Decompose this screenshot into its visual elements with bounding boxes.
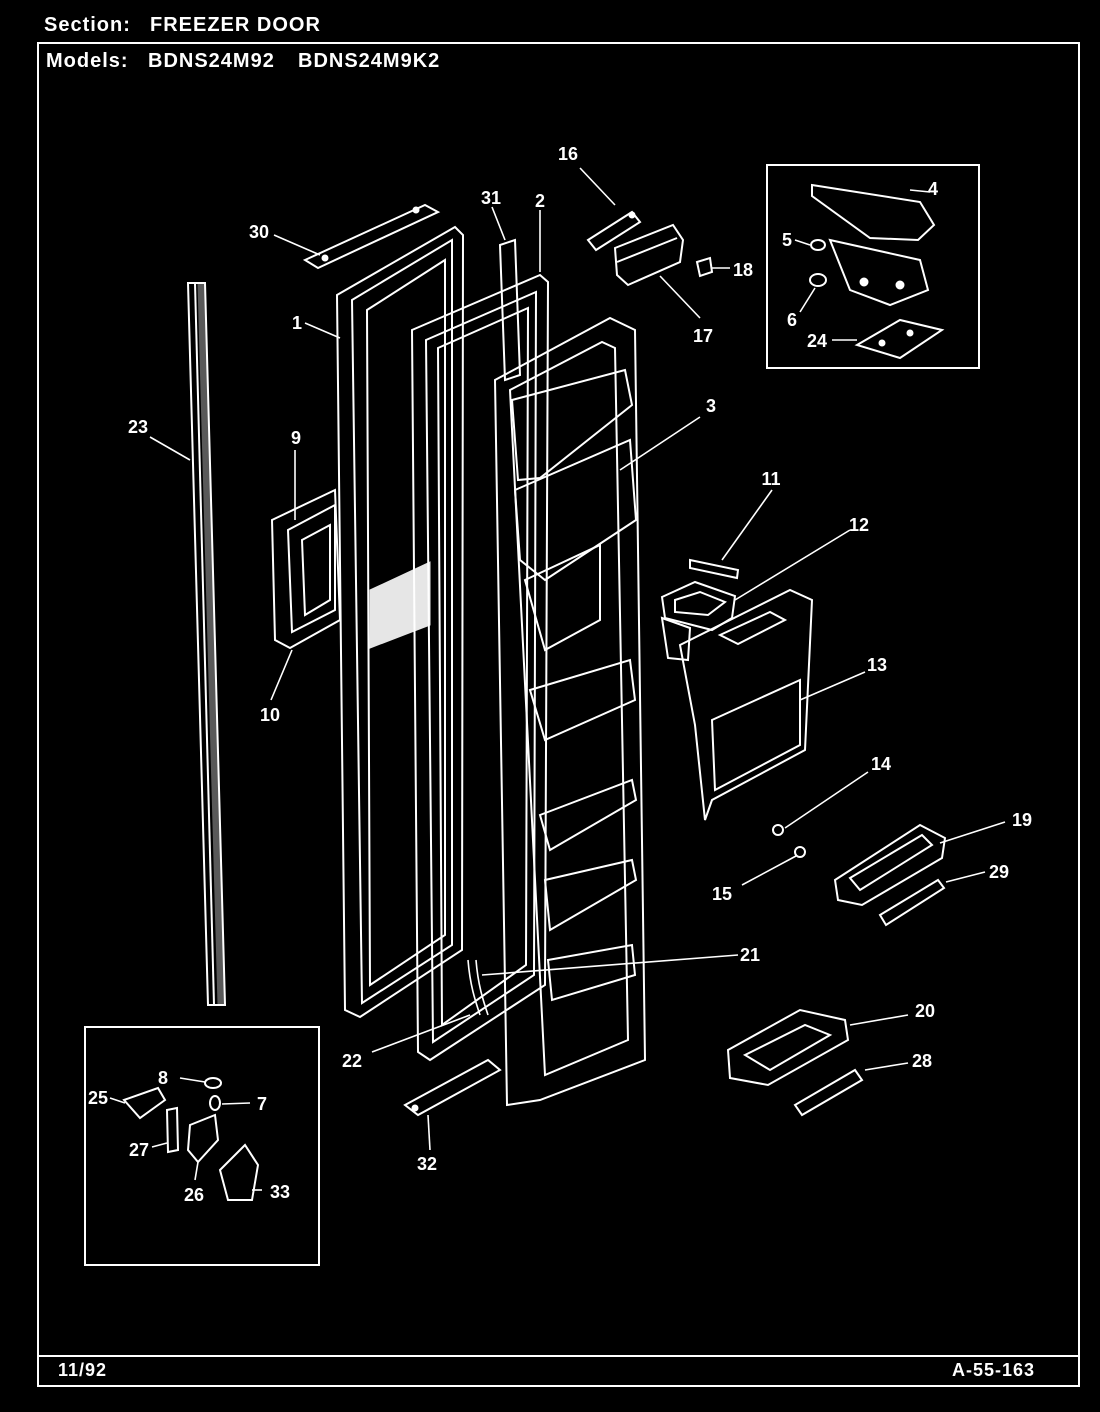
part-bracket (122, 1086, 167, 1120)
part-insulation (270, 488, 342, 650)
part-door-stop (586, 210, 642, 252)
part-bar (689, 558, 740, 580)
part-upper-bin (833, 823, 947, 907)
models-label: Models: (46, 50, 129, 72)
part-bushing (809, 273, 827, 287)
leader-lines (109, 167, 1006, 1191)
callout-25: 25 (88, 1088, 108, 1108)
callout-10: 10 (260, 705, 280, 725)
callout-26: 26 (184, 1185, 204, 1205)
callout-4: 4 (928, 179, 938, 199)
part-stop-block (186, 1113, 220, 1164)
callout-30: 30 (249, 222, 269, 242)
part-lower-bin (726, 1008, 850, 1087)
part-nut (772, 824, 784, 836)
callout-23: 23 (128, 417, 148, 437)
part-bin-trim (878, 878, 946, 927)
part-spring (613, 223, 685, 287)
callout-3: 3 (706, 396, 716, 416)
callout-27: 27 (129, 1140, 149, 1160)
part-dispenser-housing (678, 588, 814, 821)
callout-17: 17 (693, 326, 713, 346)
footer-divider (37, 1355, 1080, 1357)
callout-7: 7 (257, 1094, 267, 1114)
callout-9: 9 (291, 428, 301, 448)
callout-31: 31 (481, 188, 501, 208)
part-trim-strip (186, 282, 227, 1006)
diagram-frame (37, 42, 1080, 1387)
part-washer (810, 239, 826, 251)
section-label: Section: (44, 14, 131, 36)
part-hinge-cover (811, 183, 936, 242)
part-washer (204, 1077, 222, 1089)
callout-21: 21 (740, 945, 760, 965)
callout-5: 5 (782, 230, 792, 250)
part-screw (695, 256, 714, 278)
part-bushing (209, 1095, 221, 1111)
part-gasket (410, 273, 550, 1062)
part-door-liner (493, 316, 647, 1107)
callout-19: 19 (1012, 810, 1032, 830)
callout-16: 16 (558, 144, 578, 164)
callout-29: 29 (989, 862, 1009, 882)
callout-8: 8 (158, 1068, 168, 1088)
part-hinge-shim (854, 318, 945, 360)
callout-15: 15 (712, 884, 732, 904)
model-number: BDNS24M9K2 (298, 50, 441, 72)
callout-18: 18 (733, 260, 753, 280)
callout-6: 6 (787, 310, 797, 330)
callout-32: 32 (417, 1154, 437, 1174)
part-top-trim (302, 203, 441, 270)
callout-24: 24 (807, 331, 827, 351)
revision-date: 11/92 (58, 1360, 108, 1380)
part-stop-bracket (218, 1143, 260, 1201)
part-wire-harness (467, 959, 489, 1016)
callout-1: 1 (292, 313, 302, 333)
section-title: FREEZER DOOR (150, 14, 321, 36)
callout-2: 2 (535, 191, 545, 211)
callout-11: 11 (761, 469, 780, 489)
callout-12: 12 (849, 515, 869, 535)
part-side-trim (498, 238, 522, 382)
part-chute (660, 580, 737, 662)
hinge-inset-box (766, 164, 980, 369)
page-code: A-55-163 (952, 1360, 1036, 1380)
part-bolt (794, 846, 806, 858)
callout-20: 20 (915, 1001, 935, 1021)
model-number: BDNS24M92 (148, 50, 275, 72)
part-bottom-trim (403, 1058, 502, 1117)
callout-13: 13 (867, 655, 887, 675)
callout-14: 14 (871, 754, 891, 774)
callout-28: 28 (912, 1051, 932, 1071)
part-plate (165, 1106, 180, 1154)
callout-33: 33 (270, 1182, 290, 1202)
part-hinge (828, 238, 930, 307)
stop-inset-box (84, 1026, 320, 1266)
part-bin-trim (793, 1068, 864, 1117)
callout-22: 22 (342, 1051, 362, 1071)
